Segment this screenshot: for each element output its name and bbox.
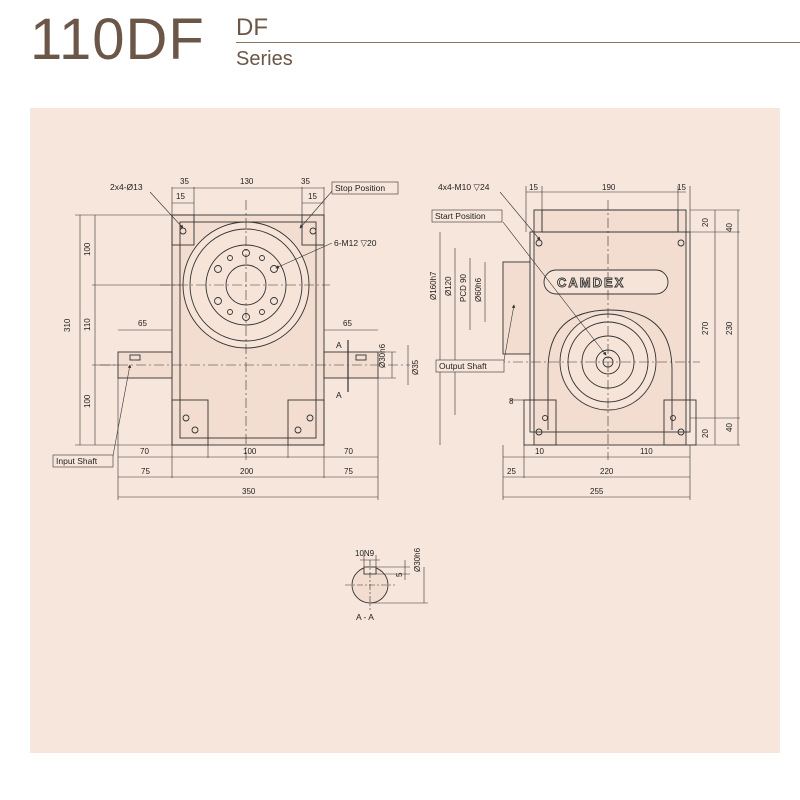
foot-br: [287, 399, 325, 446]
dim-front-d30h6: Ø30h6: [378, 343, 387, 368]
input-shaft-right-key: [355, 354, 367, 361]
dim-side-20a: 20: [701, 218, 710, 227]
section-view: [345, 555, 428, 610]
output-shaft-box: [435, 359, 505, 373]
dim-front-310: 310: [63, 318, 72, 332]
ear-tl: [171, 214, 195, 246]
side-view-labels: 4x4-M10 ▽24 15 190 15 Start Position CAM…: [429, 182, 734, 496]
dim-side-255: 255: [590, 487, 604, 496]
section-mark-top: A: [336, 340, 342, 350]
series-word: Series: [236, 48, 293, 70]
input-shaft-key: [129, 354, 141, 361]
dim-side-15b: 15: [677, 183, 686, 192]
dim-section-shaft: Ø30h6: [413, 547, 422, 572]
stop-position-label: Stop Position: [335, 183, 385, 193]
dim-front-110: 110: [83, 318, 92, 331]
dim-side-270: 270: [701, 321, 710, 335]
dim-side-220: 220: [600, 467, 614, 476]
dim-side-20b: 20: [701, 429, 710, 438]
dim-side-8: 8: [509, 397, 514, 406]
header: 110DF DF Series: [0, 0, 800, 100]
dim-side-230: 230: [725, 321, 734, 335]
input-shaft-label: Input Shaft: [56, 456, 98, 466]
dim-side-40a: 40: [725, 223, 734, 232]
front-view-labels: 35 130 35 15 15 2x4-Ø13 Stop Position 6-…: [52, 177, 420, 496]
section-title: A - A: [356, 612, 374, 622]
side-foot-left: [523, 399, 557, 446]
output-shaft-label: Output Shaft: [439, 361, 487, 371]
dim-side-pcd: PCD 90: [459, 273, 468, 302]
dim-front-35b: 35: [301, 177, 310, 186]
dim-front-130: 130: [240, 177, 254, 186]
section-mark-bottom: A: [336, 390, 342, 400]
dim-side-d60: Ø60h6: [474, 277, 483, 302]
brand-text: CAMDEX: [557, 275, 625, 290]
dim-side-d160: Ø160h7: [429, 271, 438, 300]
dim-side-190: 190: [602, 183, 616, 192]
dim-front-15b: 15: [308, 192, 317, 201]
dim-front-200: 200: [240, 467, 254, 476]
side-boss: [502, 261, 531, 355]
dim-front-65a: 65: [138, 319, 147, 328]
foot-bl: [171, 399, 209, 446]
brand-plate: [543, 269, 669, 295]
ear-tr: [301, 214, 325, 246]
series-code: DF: [236, 14, 268, 41]
section-view-labels: 10N9 5 Ø30h6 A - A: [355, 547, 422, 622]
dim-front-65b: 65: [343, 319, 352, 328]
model-title: 110DF: [30, 7, 205, 72]
side-arch: [547, 309, 673, 430]
dim-side-25: 25: [507, 467, 516, 476]
dim-front-100a: 100: [83, 242, 92, 256]
dim-front-d35: Ø35: [411, 359, 420, 375]
dim-side-d120: Ø120: [444, 276, 453, 296]
dim-front-100: 100: [243, 447, 257, 456]
dim-front-70b: 70: [344, 447, 353, 456]
dim-front-100b: 100: [83, 394, 92, 408]
side-foot-right: [663, 399, 697, 446]
start-position-label: Start Position: [435, 211, 486, 221]
thread-note-side: 4x4-M10 ▽24: [438, 182, 490, 192]
dim-side-40b: 40: [725, 423, 734, 432]
dim-section-depth: 5: [395, 572, 404, 577]
input-shaft-box: [52, 454, 114, 468]
input-shaft-right: [323, 351, 379, 379]
side-view: [439, 186, 740, 500]
start-position-box: [431, 209, 503, 223]
dim-front-75a: 75: [141, 467, 150, 476]
dim-front-15a: 15: [176, 192, 185, 201]
stop-position-box: [331, 181, 399, 195]
dim-side-110: 110: [640, 447, 653, 456]
dim-front-35a: 35: [180, 177, 189, 186]
dim-section-key: 10N9: [355, 549, 375, 558]
thread-note-front: 6-M12 ▽20: [334, 238, 377, 248]
dim-front-350: 350: [242, 487, 256, 496]
dim-side-15a: 15: [529, 183, 538, 192]
hole-note: 2x4-Ø13: [110, 182, 143, 192]
dim-front-70a: 70: [140, 447, 149, 456]
front-view: [75, 187, 410, 500]
dim-side-10: 10: [535, 447, 544, 456]
header-rule: [236, 42, 800, 43]
dim-front-75b: 75: [344, 467, 353, 476]
